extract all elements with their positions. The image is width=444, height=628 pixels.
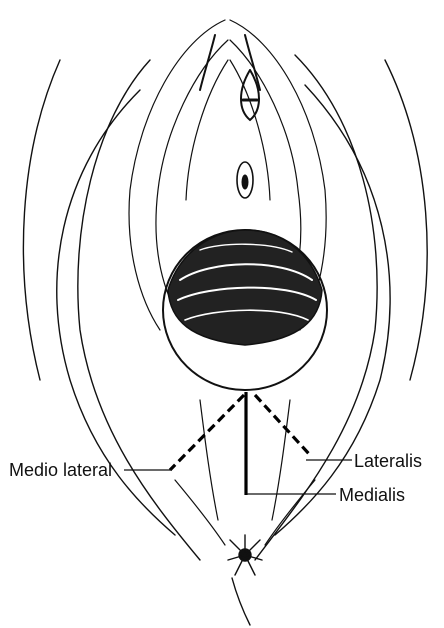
label-medialis: Medialis	[339, 486, 405, 504]
anus	[228, 535, 262, 625]
label-medio-lateral: Medio lateral	[9, 461, 112, 479]
lateralis-incision	[255, 395, 310, 455]
urethral-meatus	[242, 175, 248, 189]
leader-lines	[124, 460, 352, 494]
medio-lateral-incision	[170, 395, 244, 470]
label-lateralis: Lateralis	[354, 452, 422, 470]
fetal-head	[163, 230, 327, 390]
